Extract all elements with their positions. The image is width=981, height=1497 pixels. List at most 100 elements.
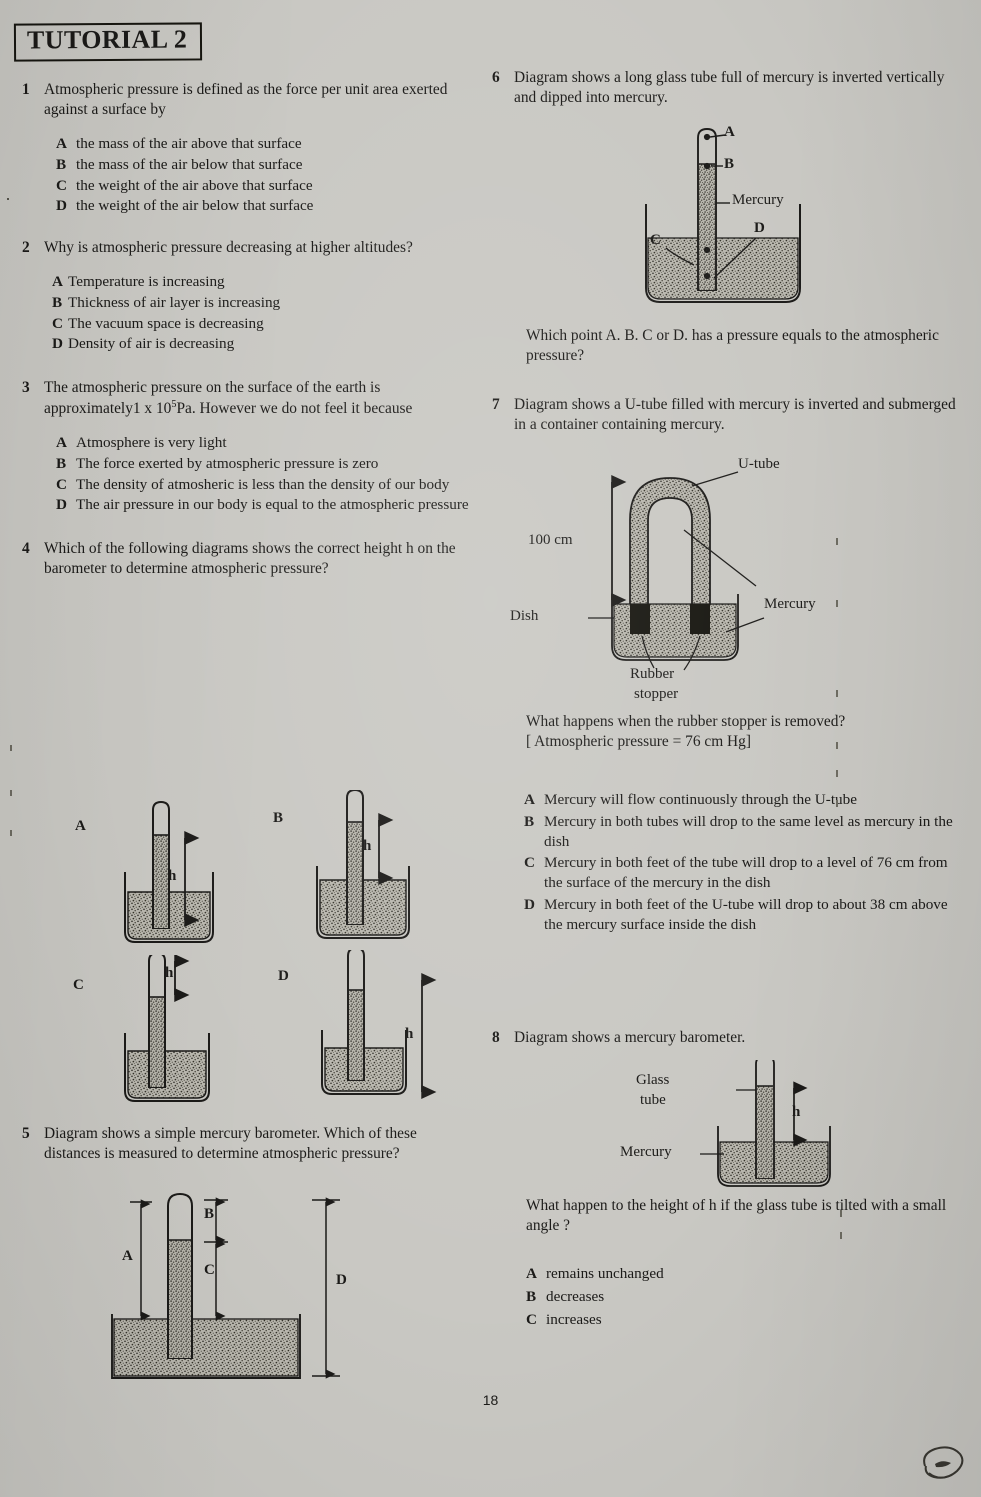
option-letter: D — [52, 335, 63, 353]
option-item[interactable]: A Mercury will flow continuously through… — [524, 790, 964, 810]
diagram-rubber-stopper-label-line2: stopper — [634, 686, 679, 702]
option-text: Mercury will flow continuously through t… — [544, 791, 857, 808]
question-4-diagram-d: D h — [278, 950, 460, 1110]
option-item[interactable]: A Atmosphere is very light — [56, 433, 470, 453]
question-3-stem-post: Pa. However we do not feel it because — [176, 400, 413, 418]
question-1: 1 Atmospheric pressure is defined as the… — [22, 80, 470, 216]
diagram-point-a-label: A — [724, 124, 735, 140]
option-item[interactable]: D the weight of the air below that surfa… — [56, 196, 470, 216]
question-4: 4 Which of the following diagrams shows … — [22, 539, 470, 579]
option-item[interactable]: D The air pressure in our body is equal … — [56, 495, 470, 515]
option-text: Mercury in both feet of the tube will dr… — [544, 854, 948, 891]
question-7-diagram: U-tube 100 cm Dish Mercury Rubber stoppe… — [510, 456, 818, 702]
option-letter: A — [56, 434, 67, 452]
option-letter: A — [524, 791, 535, 808]
scan-artifact-dot — [836, 742, 838, 749]
option-item[interactable]: B the mass of the air below that surface — [56, 155, 470, 175]
option-text: the weight of the air below that surface — [76, 197, 314, 215]
option-text: Mercury in both feet of the U-tube will … — [544, 895, 948, 933]
option-letter: D — [56, 197, 67, 215]
question-5-number: 5 — [22, 1125, 30, 1142]
page-title-box: TUTORIAL 2 — [13, 22, 203, 62]
diagram-mercury-label: Mercury — [620, 1144, 672, 1160]
question-8: 8 Diagram shows a mercury barometer. — [492, 1028, 962, 1048]
option-text: The density of atmosheric is less than t… — [76, 475, 450, 493]
diagram-mercury-label: Mercury — [732, 192, 784, 208]
diagram-d-label: D — [278, 968, 289, 984]
option-letter: C — [524, 854, 535, 872]
option-item[interactable]: A the mass of the air above that surface — [56, 134, 470, 154]
option-item[interactable]: A remains unchanged — [526, 1264, 962, 1284]
option-item[interactable]: C The vacuum space is decreasing — [52, 314, 470, 334]
option-letter: C — [56, 475, 67, 493]
scan-artifact-dot — [836, 690, 838, 697]
option-text: increases — [546, 1310, 602, 1328]
question-7-number: 7 — [492, 396, 500, 413]
option-letter: C — [52, 314, 63, 332]
diagram-mercury-label: Mercury — [764, 596, 816, 612]
question-4-diagram-c: C h — [73, 955, 245, 1115]
option-item[interactable]: C Mercury in both feet of the tube will … — [524, 853, 964, 893]
question-7-followup: What happens when the rubber stopper is … — [526, 712, 962, 752]
diagram-h-label: h — [792, 1104, 801, 1120]
scan-artifact-dot — [836, 600, 838, 607]
scan-artifact-dot — [840, 1232, 842, 1239]
option-item[interactable]: A Temperature is increasing — [52, 272, 470, 292]
option-letter: D — [56, 496, 67, 514]
right-column: 6 Diagram shows a long glass tube full o… — [492, 68, 962, 108]
option-text: the mass of the air above that surface — [76, 135, 302, 153]
diagram-point-d-label: D — [754, 220, 765, 236]
option-item[interactable]: C increases — [526, 1310, 962, 1330]
diagram-b-h-label: h — [363, 838, 372, 854]
question-6-followup-text: Which point A. B. C or D. has a pressure… — [526, 327, 939, 365]
diagram-dish-label: Dish — [510, 608, 539, 624]
question-7: 7 Diagram shows a U-tube filled with mer… — [492, 395, 962, 435]
diagram-measure-c-label: C — [204, 1262, 215, 1278]
question-4-number: 4 — [22, 540, 30, 558]
question-3-exponent: 5 — [171, 399, 177, 411]
diagram-height-label: 100 cm — [528, 532, 573, 548]
question-3-number: 3 — [22, 379, 30, 397]
diagram-glass-tube-label-line2: tube — [640, 1092, 666, 1108]
question-8-stem: Diagram shows a mercury barometer. — [514, 1029, 746, 1046]
option-text: Temperature is increasing — [68, 273, 225, 291]
option-letter: B — [56, 155, 67, 173]
question-6-number: 6 — [492, 69, 500, 86]
diagram-u-tube-label: U-tube — [738, 456, 780, 472]
option-text: The vacuum space is decreasing — [68, 314, 264, 332]
option-item[interactable]: B Thickness of air layer is increasing — [52, 293, 470, 313]
option-item[interactable]: B Mercury in both tubes will drop to the… — [524, 812, 964, 852]
option-text: The force exerted by atmospheric pressur… — [76, 454, 379, 472]
option-letter: A — [56, 135, 67, 153]
scan-artifact-dot — [836, 538, 838, 545]
option-item[interactable]: B decreases — [526, 1287, 962, 1307]
scan-artifact-dot — [10, 790, 12, 796]
diagram-d-h-label: h — [405, 1026, 414, 1042]
question-2-options: A Temperature is increasing B Thickness … — [52, 272, 470, 354]
page-title: TUTORIAL 2 — [26, 24, 188, 55]
option-text: the weight of the air above that surface — [76, 176, 313, 194]
question-6-followup: Which point A. B. C or D. has a pressure… — [526, 326, 962, 366]
option-letter: D — [524, 895, 535, 913]
option-item[interactable]: B The force exerted by atmospheric press… — [56, 454, 470, 474]
question-3-stem-pre: The atmospheric pressure on the surface … — [44, 379, 381, 418]
question-1-options: A the mass of the air above that surface… — [56, 134, 470, 216]
option-item[interactable]: D Mercury in both feet of the U-tube wil… — [524, 895, 964, 935]
page-number: 18 — [482, 1392, 499, 1408]
question-4-stem: Which of the following diagrams shows th… — [44, 540, 456, 578]
question-5-stem: Diagram shows a simple mercury barometer… — [44, 1125, 417, 1163]
diagram-measure-d-label: D — [336, 1272, 347, 1288]
question-8-followup: What happen to the height of h if the gl… — [526, 1196, 962, 1236]
diagram-point-b-label: B — [724, 156, 735, 172]
option-item[interactable]: D Density of air is decreasing — [52, 334, 470, 354]
handwritten-corner-mark — [917, 1440, 967, 1484]
option-item[interactable]: C the weight of the air above that surfa… — [56, 176, 470, 196]
option-letter: A — [526, 1265, 537, 1282]
option-item[interactable]: C The density of atmosheric is less than… — [56, 475, 470, 495]
option-text: decreases — [546, 1287, 605, 1305]
option-letter: A — [52, 273, 63, 291]
question-2: 2 Why is atmospheric pressure decreasing… — [22, 238, 470, 354]
option-text: remains unchanged — [546, 1265, 664, 1282]
option-text: Mercury in both tubes will drop to the s… — [544, 812, 953, 850]
